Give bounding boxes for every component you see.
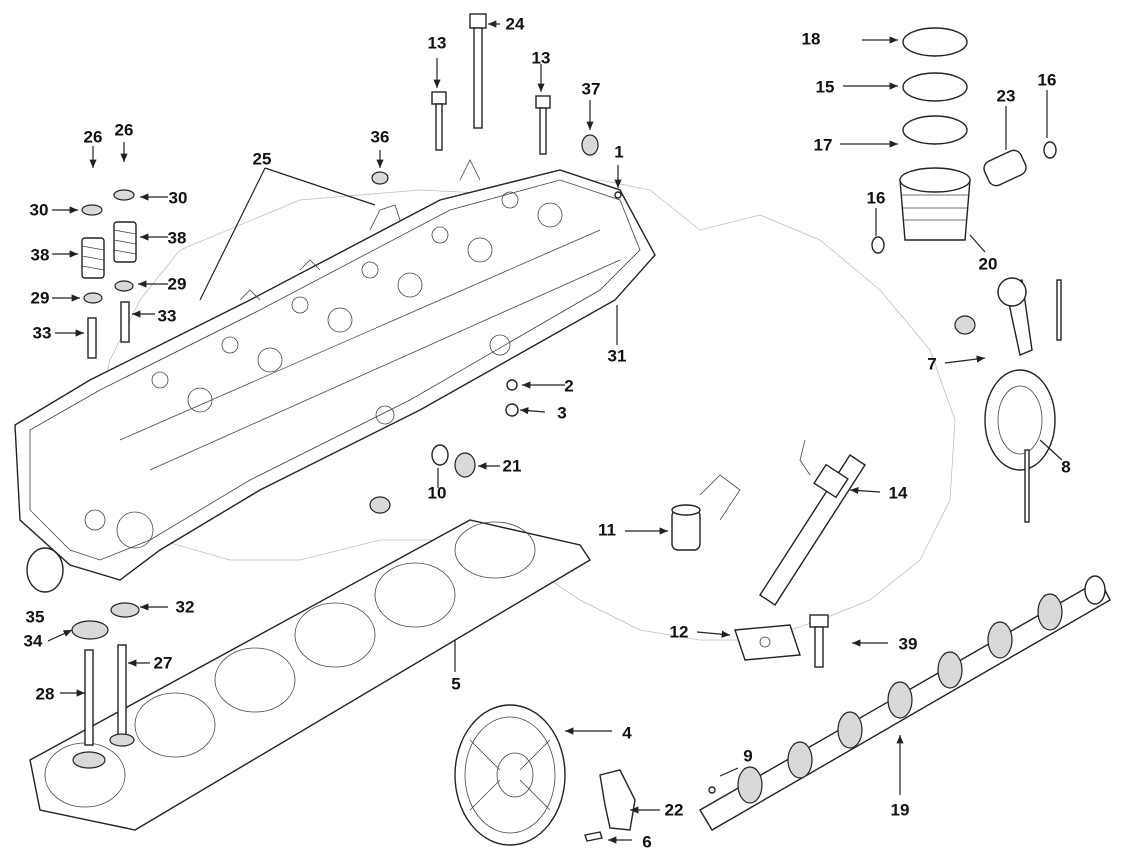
callout-30-right: 30 bbox=[168, 188, 188, 208]
callout-7: 7 bbox=[927, 354, 937, 374]
callout-26-left: 26 bbox=[83, 127, 103, 147]
callout-25: 25 bbox=[252, 149, 272, 169]
callout-13-left: 13 bbox=[427, 33, 447, 53]
callout-29-left: 29 bbox=[30, 288, 50, 308]
callout-28: 28 bbox=[35, 684, 55, 704]
callout-17: 17 bbox=[813, 135, 833, 155]
callout-2: 2 bbox=[564, 376, 574, 396]
callout-36: 36 bbox=[370, 127, 390, 147]
callout-16-lower: 16 bbox=[866, 188, 886, 208]
callout-38-left: 38 bbox=[30, 245, 50, 265]
callout-14: 14 bbox=[888, 483, 908, 503]
callout-27: 27 bbox=[153, 653, 173, 673]
callout-33-left: 33 bbox=[32, 323, 52, 343]
callout-30-left: 30 bbox=[29, 200, 49, 220]
callout-16-upper: 16 bbox=[1037, 70, 1057, 90]
callout-31: 31 bbox=[607, 346, 627, 366]
small-parts bbox=[26, 134, 622, 769]
connecting-rod bbox=[954, 277, 1062, 523]
callout-32: 32 bbox=[175, 597, 195, 617]
callout-23: 23 bbox=[996, 86, 1016, 106]
callout-33-right: 33 bbox=[157, 306, 177, 326]
callout-37: 37 bbox=[581, 79, 601, 99]
injector bbox=[671, 439, 866, 606]
callout-35: 35 bbox=[25, 607, 45, 627]
valve-spring-stack-left bbox=[81, 204, 105, 359]
callout-8: 8 bbox=[1061, 457, 1071, 477]
callout-22: 22 bbox=[664, 800, 684, 820]
leader-lines bbox=[47, 20, 1063, 844]
callout-13-right: 13 bbox=[531, 48, 551, 68]
callout-11: 11 bbox=[598, 520, 616, 540]
cylinder-head bbox=[14, 159, 656, 581]
cam-gear bbox=[454, 704, 566, 846]
callout-24: 24 bbox=[505, 14, 525, 34]
callout-21: 21 bbox=[502, 456, 522, 476]
camshaft bbox=[699, 575, 1111, 831]
callout-3: 3 bbox=[557, 403, 567, 423]
callout-20: 20 bbox=[978, 254, 998, 274]
callout-38-right: 38 bbox=[167, 228, 187, 248]
callout-6: 6 bbox=[642, 832, 652, 852]
callout-5: 5 bbox=[451, 674, 461, 694]
callout-9: 9 bbox=[743, 746, 753, 766]
head-bolts bbox=[431, 13, 551, 155]
valve-spring-stack-right bbox=[113, 189, 137, 343]
callout-4: 4 bbox=[622, 723, 632, 743]
thrust-plate bbox=[584, 769, 636, 842]
callout-29-right: 29 bbox=[167, 274, 187, 294]
callout-26-right: 26 bbox=[114, 120, 134, 140]
callout-15: 15 bbox=[815, 77, 835, 97]
callout-12: 12 bbox=[669, 622, 689, 642]
injector-clamp bbox=[734, 614, 829, 668]
callout-39: 39 bbox=[898, 634, 918, 654]
callout-1: 1 bbox=[614, 142, 624, 162]
head-gasket bbox=[29, 519, 591, 831]
piston-group bbox=[871, 27, 1057, 254]
callout-18: 18 bbox=[801, 29, 821, 49]
callout-10: 10 bbox=[427, 483, 447, 503]
callout-19: 19 bbox=[890, 800, 910, 820]
callout-34: 34 bbox=[23, 631, 43, 651]
